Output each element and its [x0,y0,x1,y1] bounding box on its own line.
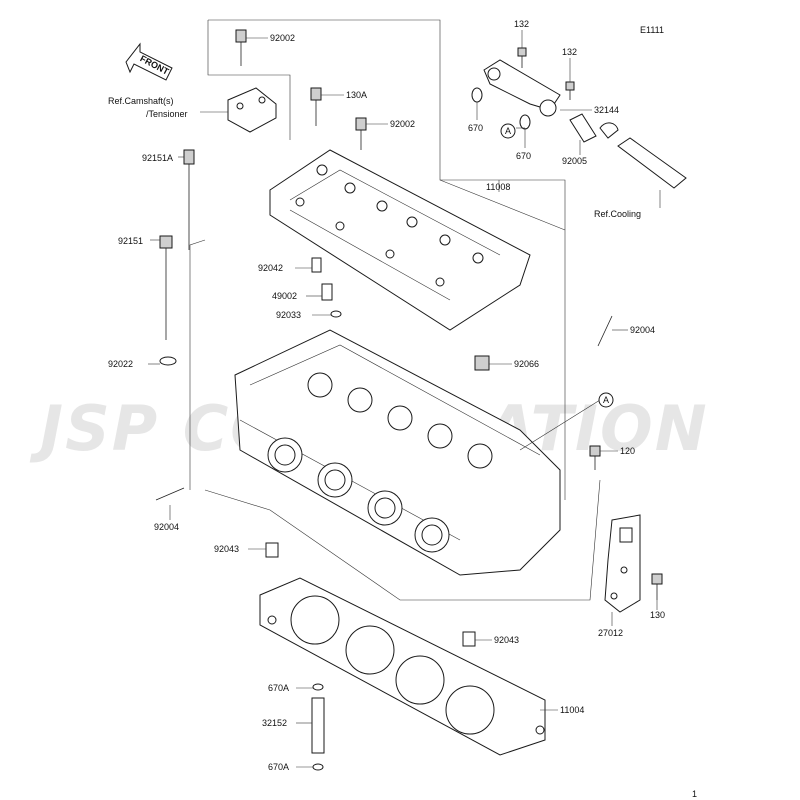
label-32152: 32152 [262,718,287,728]
bolt-92151 [159,235,173,340]
label-92151: 92151 [118,236,143,246]
clip-92033 [330,310,342,318]
dowel-92043-right [462,631,476,647]
pipe-32152 [311,697,325,754]
bolt-130a [310,87,322,126]
marker-a-left [500,123,516,139]
label-camshaft: Ref.Camshaft(s) [108,96,174,106]
label-a-left: A [505,126,511,136]
label-92043-left: 92043 [214,544,239,554]
label-92066: 92066 [514,359,539,369]
label-132-a: 132 [514,19,529,29]
leader-lines [148,30,661,768]
front-arrow-icon: FRONT [125,42,173,81]
label-670a-top: 670A [268,683,289,693]
label-120: 120 [620,446,635,456]
washer-92022 [159,356,177,366]
bolt-132-a [517,47,527,68]
label-a-right: A [603,395,609,405]
bracket-27012 [604,514,641,613]
label-92002-top: 92002 [270,33,295,43]
tappet-49002 [321,283,333,301]
dowel-92042 [311,257,322,273]
stud-92004-right [597,315,613,347]
diagram-code: E1111 [640,25,664,35]
bolt-132-b [565,81,575,100]
camshaft-cap [227,87,277,133]
oring-670-left [471,87,483,103]
hose-cooling [599,122,687,189]
oring-670a-top [312,683,324,691]
label-27012: 27012 [598,628,623,638]
plug-92066 [474,355,490,371]
label-670-right: 670 [516,151,531,161]
bolt-130 [651,573,663,600]
dowel-92043-left [265,542,279,558]
label-92043-right: 92043 [494,635,519,645]
bolt-92002-top [235,29,247,66]
label-130a: 130A [346,90,367,100]
label-tensioner: /Tensioner [146,109,188,119]
camshaft-holder [269,149,531,331]
oring-670a-bottom [312,763,324,771]
oring-670-right [519,114,531,130]
label-92033: 92033 [276,310,301,320]
cylinder-head [234,329,561,576]
bolt-92002-mid [355,117,367,150]
marker-a-right [598,392,614,408]
label-92004-left: 92004 [154,522,179,532]
label-11004: 11004 [560,705,584,715]
label-132-b: 132 [562,47,577,57]
head-gasket [259,577,546,756]
label-92005: 92005 [562,156,587,166]
label-11008: 11008 [486,182,510,192]
label-32144: 32144 [594,105,619,115]
stud-92004-left [155,487,185,501]
label-49002: 49002 [272,291,297,301]
fitting-32144 [483,59,561,117]
label-670a-bottom: 670A [268,762,289,772]
label-92002-mid: 92002 [390,119,415,129]
label-cooling: Ref.Cooling [594,209,641,219]
label-92004-right: 92004 [630,325,655,335]
bolt-92151a [183,149,195,250]
label-92151a: 92151A [142,153,173,163]
label-130: 130 [650,610,665,620]
page-number: 1 [692,789,697,799]
label-92022: 92022 [108,359,133,369]
label-670-left: 670 [468,123,483,133]
label-92042: 92042 [258,263,283,273]
nipple-92005 [569,113,597,143]
